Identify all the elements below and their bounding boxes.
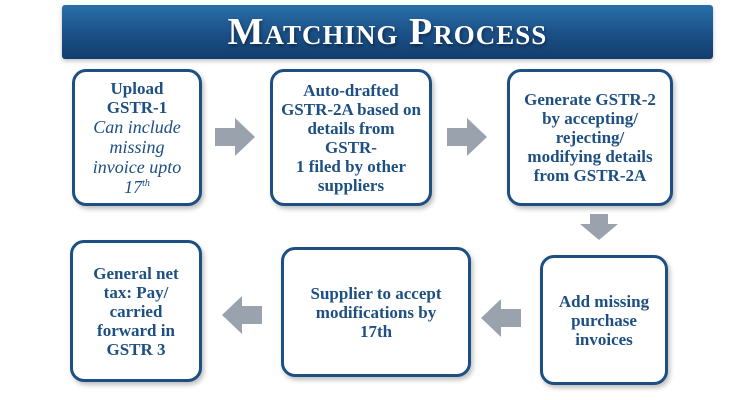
step-auto-drafted-line-3: details from GSTR- xyxy=(307,118,395,157)
step-general-net-tax-line-3: carried xyxy=(109,301,163,321)
step-upload-note-line-4: 17th xyxy=(124,177,150,197)
step-add-missing-line-3: invoices xyxy=(575,329,633,349)
step-generate-line-2: by accepting/ xyxy=(542,109,638,128)
step-upload-note-line-3: invoice upto xyxy=(92,156,182,177)
step-upload-gstr1: Upload GSTR-1 Can include missing invoic… xyxy=(72,69,202,206)
step-generate-line-4: modifying details xyxy=(527,147,653,166)
step-general-net-tax-line-5: GSTR 3 xyxy=(106,339,166,359)
step-general-net-tax-line-2: tax: Pay/ xyxy=(103,282,169,302)
step-auto-drafted-line-4: 1 filed by other xyxy=(295,156,407,176)
step-supplier-accept-line-1: Supplier to accept xyxy=(310,283,442,303)
step-generate-line-1: Generate GSTR-2 xyxy=(524,90,656,109)
right-arrow-icon xyxy=(447,118,487,156)
page-title: Matching Process xyxy=(227,11,548,53)
step-supplier-accept-line-2: modifications by xyxy=(315,302,437,322)
left-arrow-icon xyxy=(481,299,521,337)
step-general-net-tax-line-4: forward in xyxy=(97,320,175,340)
step-auto-drafted-line-5: suppliers xyxy=(317,175,385,195)
step-upload-note-line-2: missing xyxy=(109,136,165,157)
step-supplier-accept: Supplier to accept modifications by 17th xyxy=(281,247,471,377)
step-generate-line-3: rejecting/ xyxy=(555,128,625,147)
step-add-missing-line-2: purchase xyxy=(571,310,637,330)
step-upload-title-line-1: Upload xyxy=(110,78,164,98)
step-general-net-tax-line-1: General net xyxy=(93,263,179,283)
step-add-missing-invoices: Add missing purchase invoices xyxy=(540,255,668,385)
step-upload-note-suffix: th xyxy=(142,177,150,189)
step-upload-note-line-1: Can include xyxy=(93,116,181,137)
left-arrow-icon xyxy=(222,296,262,334)
step-auto-drafted-gstr2a: Auto-drafted GSTR-2A based on details fr… xyxy=(270,69,432,206)
step-general-net-tax: General net tax: Pay/ carried forward in… xyxy=(70,240,202,382)
step-auto-drafted-line-2: GSTR-2A based on xyxy=(281,99,421,119)
step-generate-gstr2: Generate GSTR-2 by accepting/ rejecting/… xyxy=(507,69,673,206)
right-arrow-icon xyxy=(215,118,255,156)
step-upload-note-day: 17 xyxy=(124,176,143,197)
step-supplier-accept-line-3: 17th xyxy=(359,321,393,341)
step-generate-line-5: from GSTR-2A xyxy=(533,166,647,185)
step-add-missing-line-1: Add missing xyxy=(558,291,650,311)
step-auto-drafted-line-1: Auto-drafted xyxy=(303,80,399,100)
down-arrow-icon xyxy=(580,214,618,240)
step-upload-title-line-2: GSTR-1 xyxy=(106,97,168,117)
title-banner: Matching Process xyxy=(62,5,713,59)
